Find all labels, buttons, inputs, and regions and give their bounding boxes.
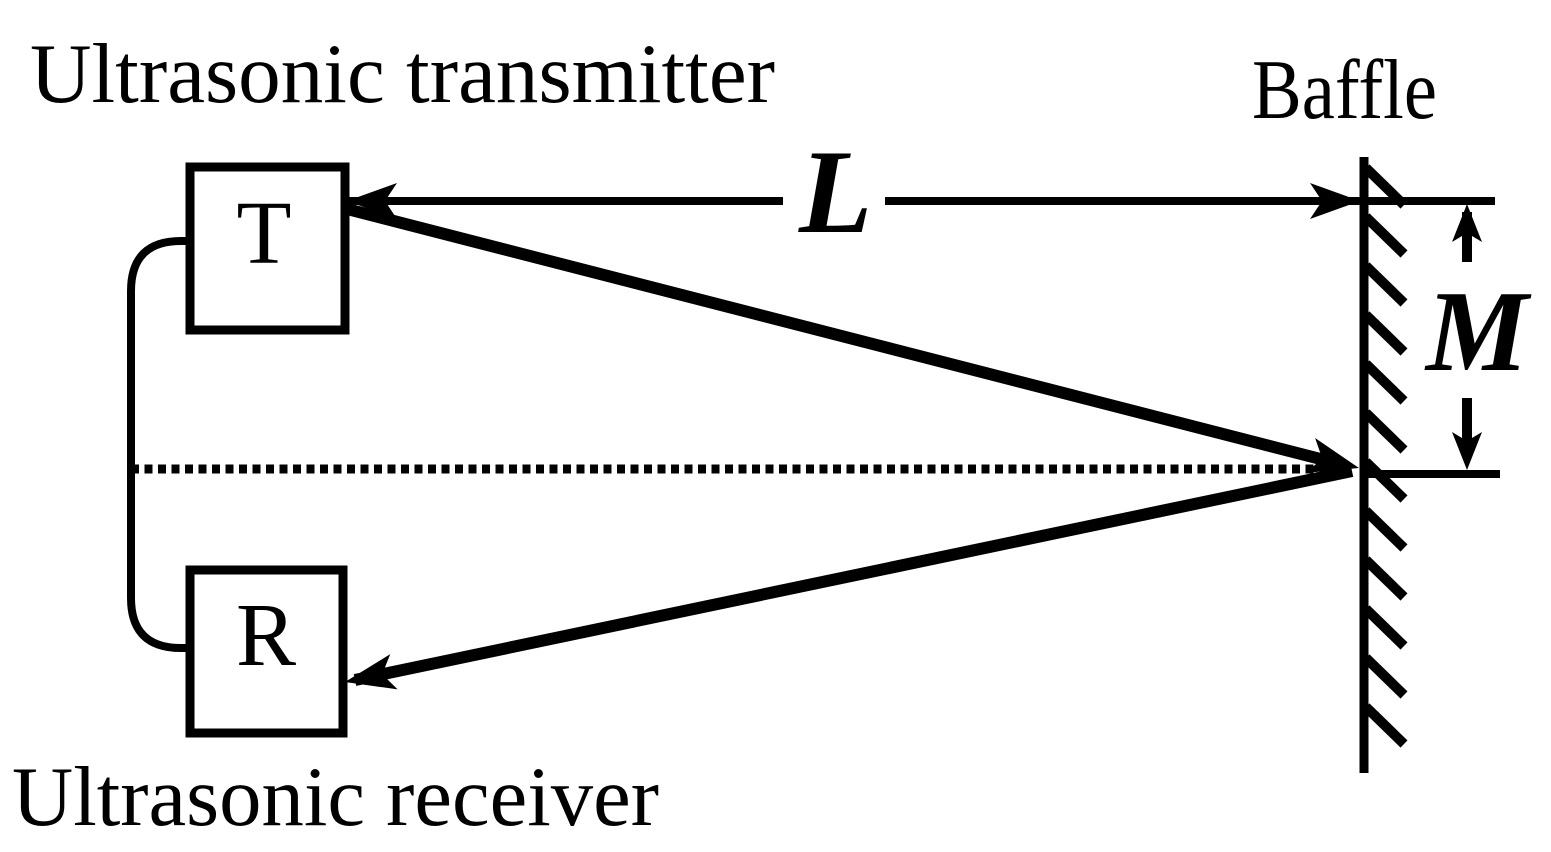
transmitter-label: Ultrasonic transmitter [30, 27, 775, 121]
reflected-wave-arrowhead-icon [345, 654, 398, 690]
transmitter-box [185, 162, 350, 335]
incident-wave-arrowhead-icon [1306, 438, 1359, 473]
reflected-wave-line [353, 465, 1354, 686]
receiver-label: Ultrasonic receiver [12, 750, 659, 844]
incident-wave-line [345, 203, 1342, 470]
distance-arrowhead-right-icon [1310, 183, 1360, 219]
transmitter-box-letter: T [237, 184, 292, 283]
offset-arrowhead-up-icon [1452, 204, 1482, 242]
offset-dimension-label: M [1424, 268, 1532, 395]
distance-arrowhead-left-icon [347, 183, 397, 219]
baffle-hatch-marks [1362, 164, 1408, 748]
offset-arrowhead-down-icon [1452, 432, 1482, 470]
receiver-box [185, 565, 348, 738]
receiver-box-letter: R [236, 586, 296, 685]
baffle-label: Baffle [1252, 43, 1437, 137]
transmitter-receiver-connector-bracket [127, 237, 192, 652]
distance-dimension-label: L [798, 125, 872, 258]
